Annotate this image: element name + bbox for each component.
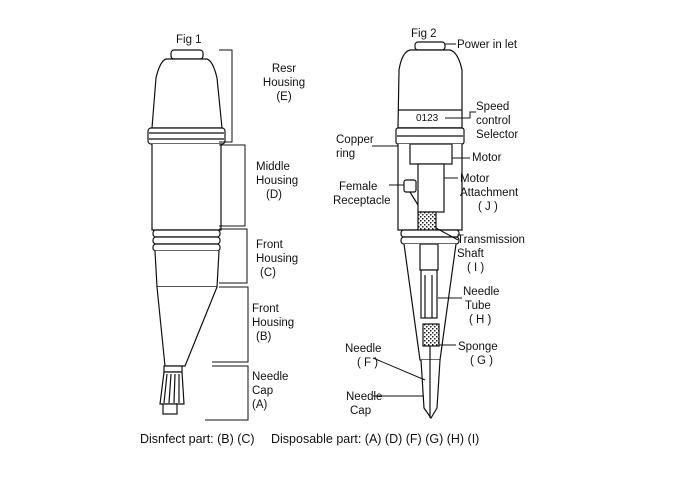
fig2-label-female-receptacle: Female Receptacle	[333, 180, 391, 208]
fig1-title: Fig 1	[176, 34, 202, 46]
label-code: ( F )	[357, 357, 379, 369]
fig2-sponge	[422, 323, 440, 347]
fig1-needle-cap	[159, 365, 185, 415]
fig2-motor	[409, 143, 453, 165]
label-line: Housing	[262, 77, 306, 89]
label-line: Middle	[256, 161, 290, 173]
fig2-label-needle-cap: Needle Cap	[346, 390, 382, 418]
fig2-thread-rings	[400, 229, 460, 245]
label-code: (B)	[256, 331, 272, 343]
fig1-label-middle-housing: Middle Housing (D)	[256, 160, 298, 202]
fig2-speed-display: 0123	[416, 113, 439, 124]
label-code: (D)	[266, 189, 282, 201]
disinfect-parts-caption: Disnfect part: (B) (C)	[140, 432, 255, 446]
label-line: Needle	[346, 391, 383, 403]
label-line: Sponge	[458, 341, 498, 353]
fig1-thread-rings	[152, 229, 221, 252]
label-line: Housing	[256, 253, 299, 265]
fig1-top-cap	[170, 49, 204, 60]
fig1-brackets	[205, 49, 249, 421]
label-line: control	[476, 115, 511, 127]
label-line: Housing	[256, 175, 299, 187]
label-code: ( H )	[469, 314, 492, 326]
label-line: Attachment	[460, 187, 519, 199]
fig2-title: Fig 2	[411, 28, 437, 40]
fig2-label-power-inlet: Power in let	[457, 39, 518, 51]
fig1-label-front-housing-b: Front Housing (B)	[252, 302, 294, 344]
label-line: Housing	[252, 317, 295, 329]
fig2-label-needle: Needle ( F )	[345, 342, 381, 370]
fig2-motor-attachment	[417, 163, 445, 213]
fig1-front-housing-b	[156, 286, 218, 367]
fig1-label-front-housing-c: Front Housing (C)	[256, 238, 298, 280]
label-code: ( J )	[478, 201, 498, 213]
fig2-label-sponge: Sponge ( G )	[458, 340, 498, 368]
label-code: (E)	[276, 91, 292, 103]
fig2-label-motor-attachment: Motor Attachment ( J )	[460, 172, 518, 214]
label-line: Tube	[465, 300, 491, 312]
fig1-ring	[147, 127, 226, 145]
label-line: Receptacle	[333, 195, 391, 207]
fig2-label-needle-tube: Needle Tube ( H )	[463, 285, 499, 327]
fig1-front-housing-c	[154, 250, 220, 288]
fig1-label-needle-cap: Needle Cap (A)	[252, 370, 288, 412]
label-line: Copper	[336, 134, 374, 146]
label-line: Needle	[463, 286, 500, 298]
label-line: Shaft	[457, 248, 484, 260]
label-line: ring	[336, 148, 356, 160]
fig2-female-receptacle	[403, 179, 417, 193]
fig2-power-inlet-cap	[414, 41, 446, 51]
fig2-label-motor: Motor	[472, 152, 502, 164]
label-line: Speed	[476, 101, 510, 113]
disposable-parts-caption: Disposable part: (A) (D) (F) (G) (H) (I)	[271, 432, 480, 446]
label-line: Selector	[476, 129, 519, 141]
fig1-rear-housing	[151, 58, 223, 129]
label-line: Needle	[252, 371, 289, 383]
fig2-transmission-shaft	[419, 243, 439, 271]
label-line: Front	[252, 303, 279, 315]
label-line: Front	[256, 239, 283, 251]
fig1-pen	[147, 49, 226, 415]
fig2-pen	[395, 41, 465, 420]
fig2-label-speed-control: Speed control Selector	[476, 100, 518, 142]
label-line: Resr	[271, 63, 297, 75]
label-line: Transmission	[457, 234, 525, 246]
fig2-label-copper-ring: Copper ring	[336, 133, 374, 161]
label-line: Cap	[350, 405, 372, 417]
fig2-label-transmission-shaft: Transmission Shaft ( I )	[457, 233, 525, 275]
label-code: (C)	[260, 267, 276, 279]
label-code: ( I )	[467, 262, 485, 274]
fig1-middle-housing	[151, 144, 222, 231]
label-line: Cap	[252, 385, 274, 397]
label-code: ( G )	[470, 355, 493, 367]
label-line: Needle	[345, 343, 382, 355]
label-line: Female	[339, 181, 378, 193]
label-line: Motor	[460, 173, 490, 185]
fig2-leader-lines	[372, 43, 476, 397]
fig1-label-rear-housing: Resr Housing (E)	[254, 62, 314, 104]
label-code: (A)	[252, 399, 268, 411]
